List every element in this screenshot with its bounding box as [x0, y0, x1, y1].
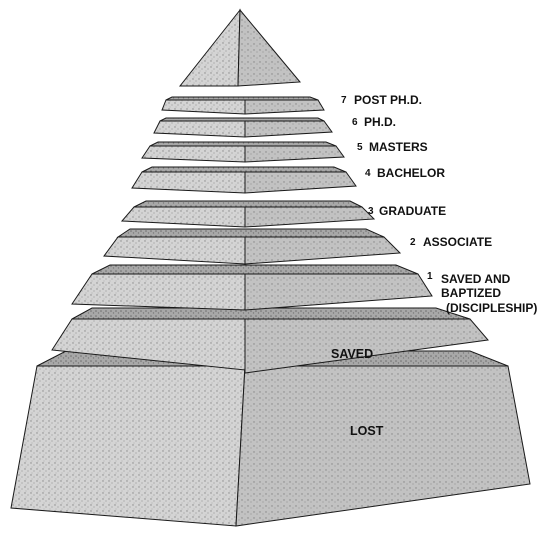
saved-text: SAVED: [331, 347, 373, 361]
level-6-front-face: [244, 120, 333, 138]
level-7-label: 7 POST PH.D.: [341, 93, 422, 107]
lost-text: LOST: [350, 424, 384, 438]
level-2-label: 2 ASSOCIATE: [410, 235, 492, 249]
level-2-left-face: [103, 236, 246, 265]
level-2-text: ASSOCIATE: [423, 235, 492, 249]
level-2-top: [116, 228, 385, 238]
level-3-front-face: [244, 206, 376, 228]
level-saved-front-face: [244, 318, 489, 374]
level-lost-left-face: [10, 365, 246, 527]
level-2-number: 2: [410, 237, 416, 248]
level-3-left-face: [120, 206, 246, 228]
level-2: [103, 228, 402, 265]
level-5-left-face: [141, 145, 246, 163]
level-4-front-face: [244, 171, 357, 194]
level-1-label: 1 SAVED AND BAPTIZED (DISCIPLESHIP): [427, 271, 537, 315]
level-4-left-face: [131, 171, 246, 194]
lost-label: LOST: [350, 424, 384, 438]
level-6-left-face: [153, 120, 246, 138]
level-1-left-face: [71, 273, 246, 311]
level-1-number: 1: [427, 271, 433, 282]
level-saved-top: [71, 307, 471, 320]
level-7-text: POST PH.D.: [354, 93, 422, 107]
apex-left-face: [178, 8, 241, 87]
level-saved: [51, 307, 489, 374]
level-6-text: PH.D.: [364, 115, 396, 129]
level-6-label: 6 PH.D.: [352, 115, 396, 129]
pyramid-apex: [178, 8, 302, 87]
level-5-text: MASTERS: [369, 140, 428, 154]
level-3-top: [133, 200, 363, 208]
level-1: [71, 264, 433, 311]
level-1-text-line3: (DISCIPLESHIP): [446, 301, 537, 315]
level-7-number: 7: [341, 95, 347, 106]
level-6-number: 6: [352, 117, 358, 128]
level-1-text-line2: BAPTIZED: [441, 286, 501, 300]
level-4-label: 4 BACHELOR: [365, 166, 445, 180]
level-5: [141, 141, 345, 163]
level-3-number: 3: [368, 206, 374, 217]
level-5-label: 5 MASTERS: [357, 140, 428, 154]
level-7-left-face: [161, 99, 246, 115]
apex-front-face: [237, 8, 302, 87]
level-3-text: GRADUATE: [379, 204, 446, 218]
level-6: [153, 117, 333, 138]
level-5-front-face: [244, 145, 345, 163]
level-lost-front-face: [235, 365, 531, 527]
level-4-text: BACHELOR: [377, 166, 445, 180]
level-3-label: 3 GRADUATE: [368, 204, 446, 218]
level-5-number: 5: [357, 142, 363, 153]
level-7: [161, 96, 325, 115]
level-4: [131, 166, 357, 194]
level-7-front-face: [244, 99, 325, 115]
level-1-front-face: [244, 273, 433, 311]
saved-label: SAVED: [331, 347, 373, 361]
level-3: [120, 200, 376, 228]
level-4-top: [141, 166, 347, 173]
level-4-number: 4: [365, 168, 371, 179]
level-5-top: [149, 141, 337, 147]
level-1-text-line1: SAVED AND: [441, 272, 511, 286]
level-2-front-face: [244, 236, 402, 265]
level-1-top: [91, 264, 419, 275]
level-lost: [10, 350, 531, 527]
